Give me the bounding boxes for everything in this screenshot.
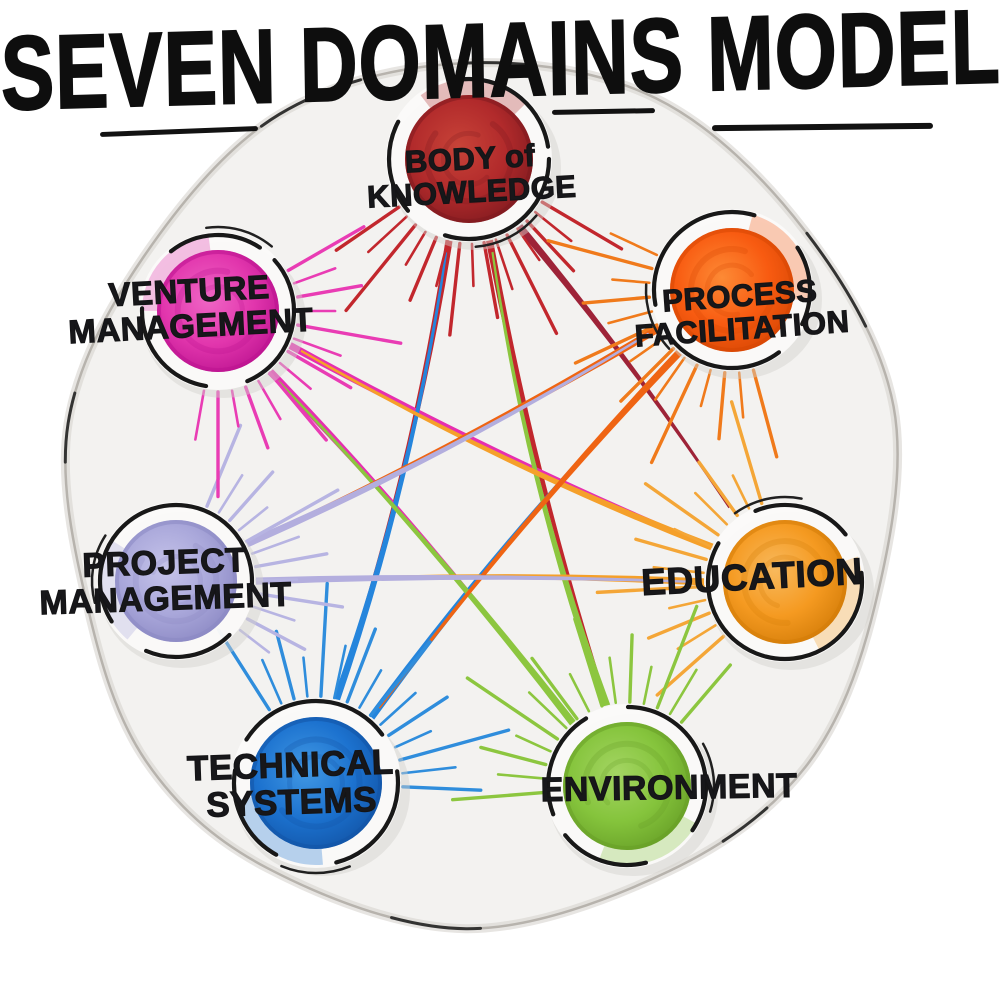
node-body-of-knowledge <box>334 69 624 337</box>
node-label-venture-management: VENTURE MANAGEMENT <box>66 267 315 351</box>
label-line: SYSTEMS <box>205 779 378 825</box>
edge-process-facilitation-to-technical-systems <box>378 350 682 709</box>
label-line: ENVIRONMENT <box>540 766 798 810</box>
edge-environment-to-venture-management <box>277 380 576 726</box>
node-label-project-management: PROJECT MANAGEMENT <box>38 541 293 623</box>
node-environment <box>450 604 732 876</box>
node-technical-systems <box>216 581 511 876</box>
node-project-management <box>90 423 345 668</box>
node-label-environment: ENVIRONMENT <box>540 766 798 810</box>
edge-project-management-to-process-facilitation <box>245 332 650 548</box>
node-venture-management <box>132 225 403 499</box>
edge-project-management-to-education <box>256 574 692 585</box>
edge-education-to-venture-management <box>300 349 714 551</box>
node-process-facilitation <box>546 202 822 465</box>
label-line: MANAGEMENT <box>38 575 293 623</box>
node-label-technical-systems: TECHNICAL SYSTEMS <box>186 742 395 826</box>
edge-body-of-knowledge-to-education <box>516 224 731 509</box>
node-education <box>595 400 874 697</box>
node-label-body-of-knowledge: BODY of KNOWLEDGE <box>365 137 578 215</box>
